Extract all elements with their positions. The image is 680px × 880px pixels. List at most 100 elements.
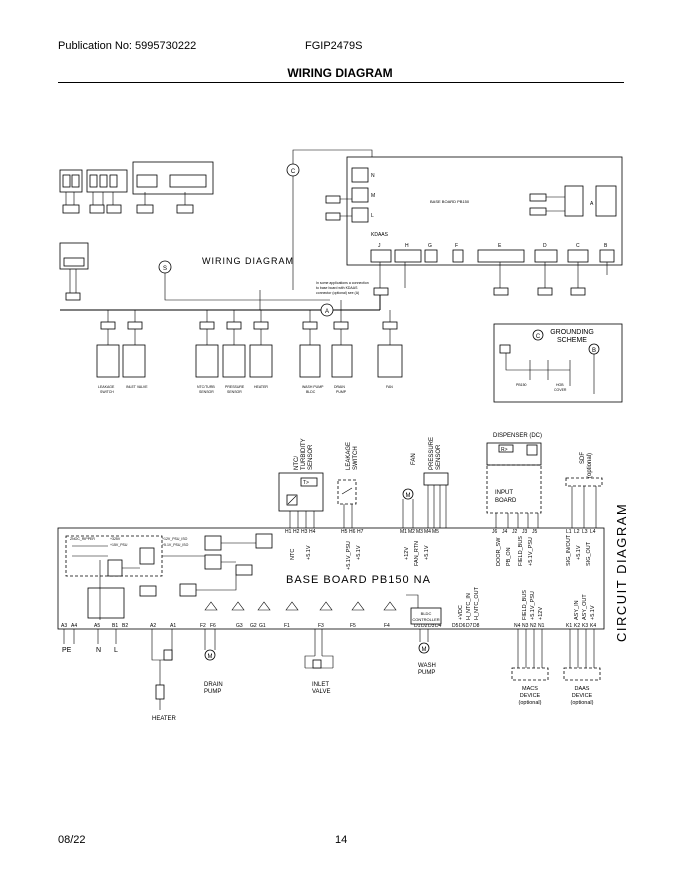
svg-text:D5: D5 — [452, 623, 459, 629]
svg-text:BASE BOARD PB150: BASE BOARD PB150 — [430, 199, 470, 204]
macs-device: MACS DEVICE (optional) — [511, 667, 549, 706]
bldc-controller: BLDC CONTROLLER — [406, 594, 442, 625]
daas-device: DAAS DEVICE (optional) — [563, 667, 601, 706]
svg-text:L: L — [371, 213, 374, 219]
svg-text:PUMP: PUMP — [418, 670, 435, 676]
fan: FAN M — [402, 453, 417, 528]
svg-text:SWITCH: SWITCH — [353, 446, 359, 470]
svg-text:S: S — [163, 266, 167, 272]
svg-text:D: D — [543, 243, 547, 249]
svg-text:BOARD: BOARD — [495, 498, 517, 504]
svg-text:SDF: SDF — [580, 452, 586, 464]
bottom-components: LEAKAGE SWITCH INLET VALVE NTC/TURB SENS… — [96, 329, 403, 394]
svg-text:F6: F6 — [210, 623, 216, 629]
svg-text:CONTROLLER: CONTROLLER — [412, 617, 439, 622]
svg-text:FAN: FAN — [411, 453, 417, 465]
dispenser: DISPENSER (DC) R> INPUT BOARD — [486, 433, 542, 528]
sdf-module — [59, 242, 89, 301]
svg-text:N3: N3 — [522, 623, 529, 629]
grounding-title-2: SCHEME — [557, 337, 587, 344]
svg-text:DEVICE: DEVICE — [572, 693, 593, 699]
svg-text:H7: H7 — [357, 529, 364, 535]
svg-text:MACS: MACS — [522, 686, 538, 692]
svg-text:FIELD_BUS: FIELD_BUS — [522, 590, 528, 620]
svg-text:A1: A1 — [170, 623, 176, 629]
grounding-scheme: C GROUNDING SCHEME B PB150 HOB COVER — [493, 323, 623, 403]
svg-text:FAN: FAN — [386, 385, 393, 389]
svg-text:TURBIDITY: TURBIDITY — [301, 438, 307, 470]
svg-text:M3: M3 — [416, 529, 423, 535]
svg-text:FAN_RTN: FAN_RTN — [414, 541, 420, 566]
ntc-turbidity-sensor: NTC/ TURBIDITY SENSOR T> — [278, 438, 324, 528]
svg-text:DRAIN: DRAIN — [334, 385, 345, 389]
svg-text:A4: A4 — [71, 623, 77, 629]
svg-text:HOB: HOB — [556, 383, 564, 387]
svg-text:J6: J6 — [492, 529, 498, 535]
svg-text:F2: F2 — [200, 623, 206, 629]
svg-text:H4: H4 — [309, 529, 316, 535]
svg-text:SIG_OUT: SIG_OUT — [586, 541, 592, 566]
svg-text:N4: N4 — [514, 623, 521, 629]
svg-text:C: C — [291, 169, 296, 175]
svg-text:ASY_IN: ASY_IN — [574, 600, 580, 620]
page-number: 14 — [335, 834, 348, 846]
svg-text:L1: L1 — [566, 529, 572, 535]
svg-text:SENSOR: SENSOR — [308, 444, 314, 470]
door-lock-connector — [59, 169, 83, 214]
svg-text:BLDC: BLDC — [306, 390, 316, 394]
svg-text:A: A — [325, 309, 329, 315]
svg-text:L4: L4 — [590, 529, 596, 535]
svg-text:F1: F1 — [284, 623, 290, 629]
svg-text:R>: R> — [501, 447, 508, 453]
svg-text:E: E — [498, 243, 502, 249]
svg-text:+5.1V: +5.1V — [590, 605, 596, 620]
svg-text:DISPENSER (DC): DISPENSER (DC) — [493, 433, 542, 439]
kdaas-label: KDAAS — [371, 232, 389, 238]
svg-text:H6: H6 — [349, 529, 356, 535]
svg-text:J2: J2 — [512, 529, 518, 535]
svg-text:N: N — [371, 173, 375, 179]
svg-text:J4: J4 — [502, 529, 508, 535]
svg-text:+5.1V: +5.1V — [424, 545, 430, 560]
svg-text:M5: M5 — [432, 529, 439, 535]
svg-text:D7: D7 — [466, 623, 473, 629]
svg-text:WASH PUMP: WASH PUMP — [302, 385, 324, 389]
svg-text:N1: N1 — [538, 623, 545, 629]
svg-text:D8: D8 — [473, 623, 480, 629]
svg-text:+5.1V: +5.1V — [306, 545, 312, 560]
svg-text:HEATER: HEATER — [152, 716, 177, 722]
svg-text:K2: K2 — [574, 623, 580, 629]
svg-text:SENSOR: SENSOR — [436, 444, 442, 470]
svg-text:K4: K4 — [590, 623, 596, 629]
page-title: WIRING DIAGRAM — [287, 66, 393, 80]
svg-text:G3: G3 — [236, 623, 243, 629]
svg-text:DAAS: DAAS — [575, 686, 590, 692]
drain-pump: M DRAIN PUMP — [204, 649, 223, 695]
base-board-pb150-outline — [57, 527, 605, 630]
svg-text:VALVE: VALVE — [312, 689, 330, 695]
svg-text:B: B — [604, 243, 608, 249]
svg-text:M: M — [371, 193, 375, 199]
svg-text:L2: L2 — [574, 529, 580, 535]
svg-text:T>: T> — [303, 480, 309, 486]
svg-text:A5: A5 — [94, 623, 100, 629]
component-connectors — [100, 321, 398, 330]
svg-text:H: H — [405, 243, 409, 249]
svg-text:+5.1V_PSU: +5.1V_PSU — [346, 541, 352, 570]
svg-text:+325V: +325V — [110, 537, 121, 541]
svg-text:J3: J3 — [522, 529, 528, 535]
svg-text:L3: L3 — [582, 529, 588, 535]
svg-text:G2: G2 — [250, 623, 257, 629]
svg-text:LEAKAGE: LEAKAGE — [98, 385, 115, 389]
top-pin-row: H1 H2 H3 H4 H5 H6 H7 M1 M2 M3 M4 M5 J6 J… — [285, 529, 596, 535]
svg-text:DOOR_SW: DOOR_SW — [496, 537, 502, 566]
svg-text:NTC: NTC — [290, 549, 296, 560]
svg-text:K3: K3 — [582, 623, 588, 629]
svg-text:C: C — [576, 243, 580, 249]
power-supply-section: ZNOC_RIPPER +325V +15V_PSU +12V_PSU_ISO … — [65, 533, 273, 620]
svg-text:A: A — [590, 201, 594, 207]
svg-text:BLDC: BLDC — [421, 611, 432, 616]
svg-text:DRAIN: DRAIN — [204, 682, 223, 688]
svg-text:connector (optional) see (A): connector (optional) see (A) — [316, 291, 359, 295]
svg-text:+12V_PSU_ISO: +12V_PSU_ISO — [162, 537, 188, 541]
